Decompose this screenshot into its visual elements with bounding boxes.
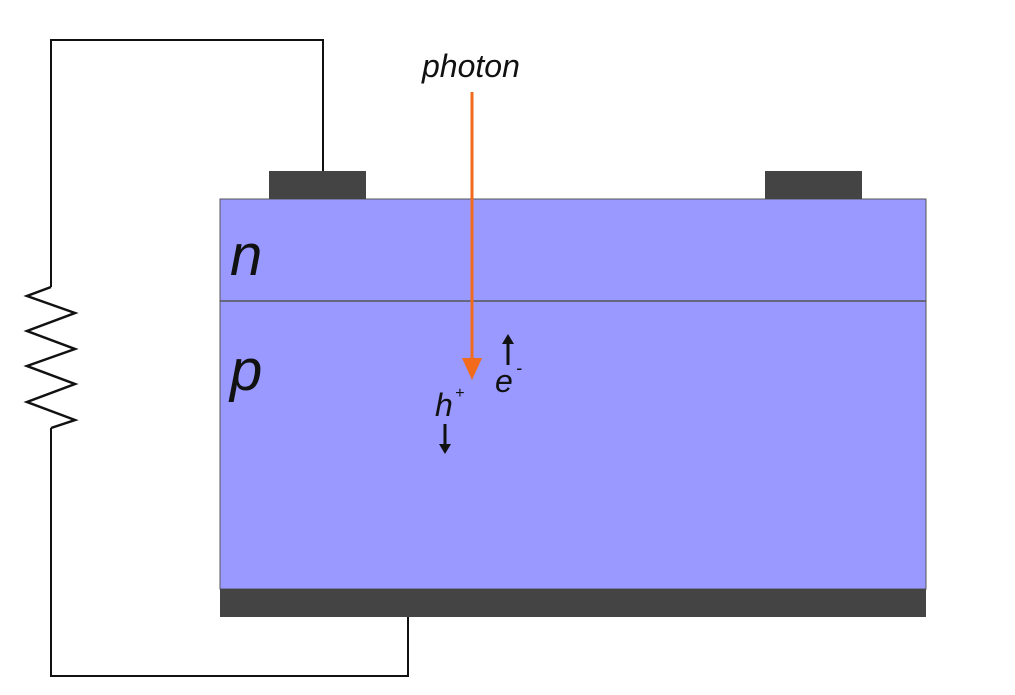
electron-up-arrow-icon [502, 334, 514, 365]
circuit-wire [50, 39, 409, 677]
n-region-label: n [230, 223, 262, 288]
p-region-label: p [228, 338, 262, 403]
resistor-icon [23, 285, 79, 430]
photon-label: photon [421, 48, 520, 84]
top-contact-left [269, 171, 366, 199]
semiconductor-slab [219, 198, 927, 590]
electron-label: e [495, 363, 513, 399]
photon-arrow-icon [462, 92, 482, 380]
hole-charge: + [455, 385, 464, 402]
bottom-contact [220, 589, 926, 617]
electron-charge: - [516, 358, 522, 378]
hole-down-arrow-icon [439, 424, 451, 454]
top-contact-right [765, 171, 862, 199]
hole-label: h [435, 387, 453, 423]
